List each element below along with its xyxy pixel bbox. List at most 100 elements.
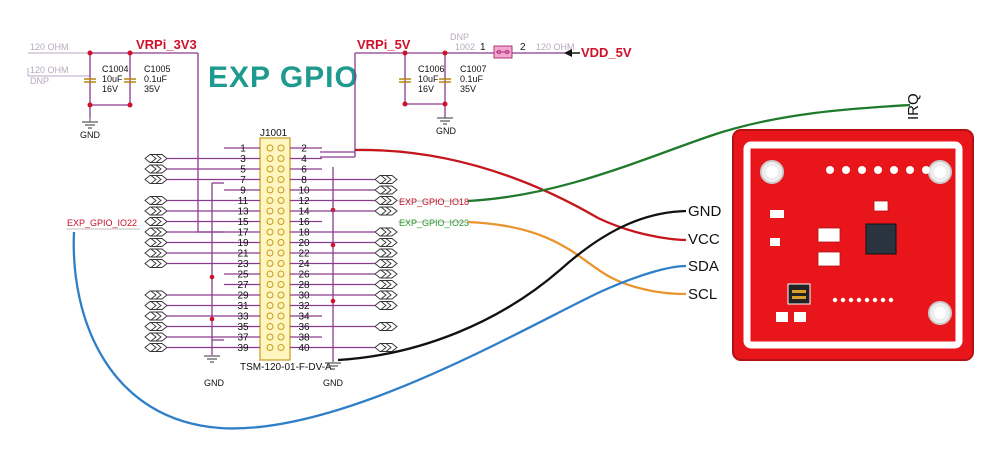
pin-number-right: 28	[298, 280, 310, 291]
gnd-label: GND	[80, 130, 101, 140]
pin-pad	[266, 228, 274, 236]
gnd-label: GND	[436, 126, 457, 136]
left-offpage-markers	[144, 154, 224, 352]
pin-number-left: 33	[237, 312, 249, 323]
gnd-symbol	[437, 117, 453, 125]
cap-c1007-ref: C1007	[460, 64, 487, 74]
gnd-symbol	[204, 355, 220, 363]
wire-label-irq: IRQ	[905, 93, 922, 120]
pin-number-left: 29	[237, 291, 249, 302]
pin-number-right: 34	[298, 312, 310, 323]
pin-pad	[266, 144, 274, 152]
offpage-connector-chevron	[374, 301, 398, 310]
pin-pad	[266, 207, 274, 215]
net-label-io23: EXP_GPIO_IO23	[398, 218, 469, 228]
pin-number-left: 15	[237, 217, 249, 228]
pin-number-right: 12	[298, 196, 310, 207]
cap-c1005-ref: C1005	[144, 64, 171, 74]
pin-number-right: 40	[298, 343, 310, 354]
connector-body	[259, 137, 291, 361]
pin-pad	[266, 155, 274, 162]
cap-c1007-voltage: 35V	[460, 84, 476, 94]
flying-wires	[72, 103, 911, 430]
pin-pad	[266, 197, 274, 204]
cap-c1004-ref: C1004	[102, 64, 129, 74]
pin-pad	[277, 239, 285, 246]
left-dnp-label: DNP	[30, 76, 49, 86]
pin-number-right: 4	[301, 154, 307, 165]
right-power-rail: VRPi_5V DNP 1002 1 2 120 OHM VDD_5V C100…	[354, 32, 632, 152]
header-pads	[826, 166, 930, 174]
pin-pad	[277, 281, 285, 288]
pin-number-right: 8	[301, 175, 307, 186]
pin-pad	[266, 312, 274, 320]
pin-pad	[277, 155, 285, 162]
pin-number-right: 36	[298, 322, 310, 333]
cap-c1007-value: 0.1uF	[460, 74, 484, 84]
pin-pad	[277, 186, 285, 194]
jumper-pin-2: 2	[520, 42, 526, 53]
connector-pin-row: 9 10	[224, 186, 322, 197]
offpage-connector-chevron	[374, 259, 398, 268]
net-io22-text: EXP_GPIO_IO22	[67, 218, 137, 228]
offpage-connector-chevron	[374, 269, 398, 279]
offpage-connector-chevron	[374, 238, 398, 247]
pin-pad	[266, 270, 274, 278]
pin-pad	[277, 333, 285, 341]
irq-wire	[467, 103, 911, 203]
vdd-5v-label: VDD_5V	[581, 45, 632, 60]
offpage-connector-chevron	[144, 227, 168, 237]
pin-pad	[277, 218, 285, 225]
nfc-chip	[865, 223, 897, 255]
cap-c1006-ref: C1006	[418, 64, 445, 74]
offpage-connector-chevron	[144, 164, 168, 174]
pin-number-right: 22	[298, 249, 310, 260]
pin-number-left: 17	[237, 228, 249, 239]
pin-number-left: 37	[237, 333, 249, 344]
nfc-module-board	[732, 129, 974, 361]
pin-pad	[277, 165, 285, 173]
pin-pad	[277, 270, 285, 278]
wire-label-scl: SCL	[688, 286, 717, 303]
pin-number-left: 31	[237, 301, 249, 312]
right-resistor-value: 120 OHM	[536, 42, 575, 52]
pin-pad	[277, 207, 285, 215]
pin-number-left: 13	[237, 207, 249, 218]
offpage-connector-chevron	[144, 154, 168, 163]
offpage-connector-chevron	[374, 280, 398, 289]
pin-pad	[266, 176, 274, 183]
wire-label-gnd: GND	[688, 203, 722, 220]
pin-number-left: 9	[240, 186, 246, 197]
gnd-label: GND	[323, 378, 344, 388]
pin-number-left: 25	[237, 270, 249, 281]
pin-number-left: 1	[240, 144, 246, 155]
left-resistor-top-label: 120 OHM	[30, 42, 69, 52]
net-label-io22: EXP_GPIO_IO22	[66, 218, 140, 230]
pin-number-left: 5	[240, 165, 246, 176]
offpage-connector-chevron	[374, 185, 398, 195]
offpage-connector-chevron	[144, 259, 168, 268]
pin-number-right: 18	[298, 228, 310, 239]
pin-pad	[277, 176, 285, 183]
offpage-connector-chevron	[374, 175, 398, 184]
offpage-connector-chevron	[144, 175, 168, 184]
diagram-title: EXP GPIO	[208, 61, 359, 94]
pin-number-left: 7	[240, 175, 246, 186]
left-power-rail: 120 OHM 120 OHM DNP VRPi_3V3 C1004 10uF …	[27, 37, 199, 232]
gnd-symbol	[82, 118, 98, 129]
pin-pad	[277, 197, 285, 204]
pin-number-right: 10	[298, 186, 310, 197]
pin-pad	[277, 344, 285, 351]
offpage-connector-chevron	[144, 238, 168, 247]
